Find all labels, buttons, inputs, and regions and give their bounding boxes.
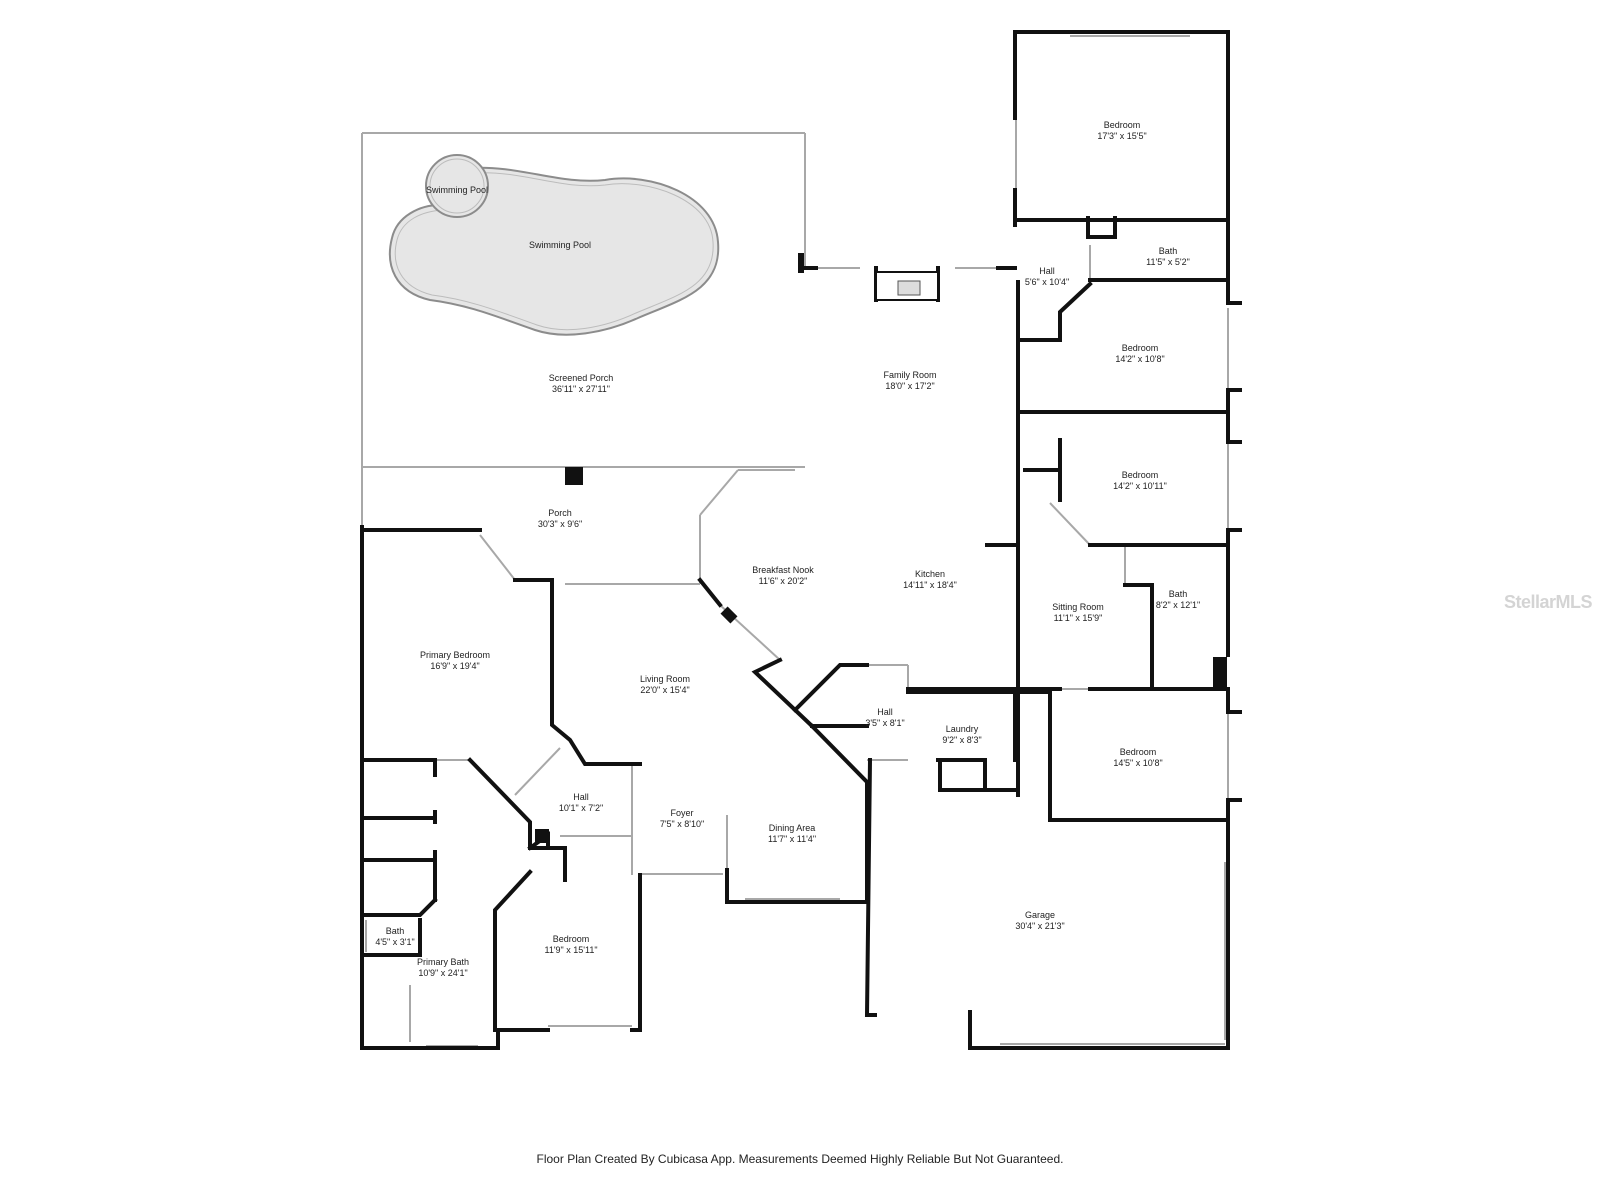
dining-area-dimensions: 11'7" x 11'4"	[768, 834, 816, 844]
bedroom-3-name: Bedroom	[1122, 470, 1159, 480]
laundry-dimensions: 9'2" x 8'3"	[942, 735, 981, 745]
kitchen-dimensions: 14'11" x 18'4"	[903, 580, 957, 590]
watermark-logo: StellarMLS	[1504, 592, 1593, 612]
kitchen-name: Kitchen	[915, 569, 945, 579]
breakfast-nook-dimensions: 11'6" x 20'2"	[759, 576, 808, 586]
primary-bedroom-dimensions: 16'9" x 19'4"	[430, 661, 479, 671]
bedroom-3-dimensions: 14'2" x 10'11"	[1113, 481, 1167, 491]
laundry-name: Laundry	[946, 724, 979, 734]
bath-mid-dimensions: 8'2" x 12'1"	[1156, 600, 1200, 610]
thick-walls	[360, 30, 1242, 1050]
bedroom-ne-name: Bedroom	[1104, 120, 1141, 130]
porch-name: Porch	[548, 508, 572, 518]
living-room-dimensions: 22'0" x 15'4"	[640, 685, 689, 695]
swimming-pool-name: Swimming Pool	[529, 240, 591, 250]
swimming-pool-spa-name: Swimming Pool	[426, 185, 488, 195]
hall-lower-name: Hall	[573, 792, 589, 802]
bath-small-dimensions: 4'5" x 3'1"	[375, 937, 414, 947]
dining-area-name: Dining Area	[769, 823, 816, 833]
bedroom-ne-dimensions: 17'3" x 15'5"	[1097, 131, 1146, 141]
hall-upper-name: Hall	[1039, 266, 1055, 276]
bedroom-5-name: Bedroom	[553, 934, 590, 944]
hall-lower-dimensions: 10'1" x 7'2"	[559, 803, 603, 813]
garage-dimensions: 30'4" x 21'3"	[1015, 921, 1064, 931]
bath-small-name: Bath	[386, 926, 405, 936]
wall-blocks	[535, 253, 1227, 843]
family-room-name: Family Room	[883, 370, 936, 380]
sitting-room-name: Sitting Room	[1052, 602, 1104, 612]
fireplace	[875, 271, 939, 301]
family-room-dimensions: 18'0" x 17'2"	[885, 381, 934, 391]
primary-bath-dimensions: 10'9" x 24'1"	[418, 968, 467, 978]
bath-upper-name: Bath	[1159, 246, 1178, 256]
screened-porch-dimensions: 36'11" x 27'11"	[552, 384, 610, 394]
sitting-room-dimensions: 11'1" x 15'9"	[1054, 613, 1103, 623]
bath-upper-dimensions: 11'5" x 5'2"	[1146, 257, 1190, 267]
hall-center-dimensions: 3'5" x 8'1"	[865, 718, 904, 728]
footer-disclaimer: Floor Plan Created By Cubicasa App. Meas…	[536, 1152, 1064, 1166]
bedroom-4-dimensions: 14'5" x 10'8"	[1113, 758, 1162, 768]
hall-upper-dimensions: 5'6" x 10'4"	[1025, 277, 1069, 287]
bedroom-2-name: Bedroom	[1122, 343, 1159, 353]
swimming-pool-shape	[388, 154, 720, 336]
primary-bedroom-name: Primary Bedroom	[420, 650, 490, 660]
bedroom-2-dimensions: 14'2" x 10'8"	[1115, 354, 1164, 364]
hall-center-name: Hall	[877, 707, 893, 717]
primary-bath-name: Primary Bath	[417, 957, 469, 967]
bath-mid-name: Bath	[1169, 589, 1188, 599]
bedroom-5-dimensions: 11'9" x 15'11"	[544, 945, 597, 955]
living-room-name: Living Room	[640, 674, 690, 684]
breakfast-nook-name: Breakfast Nook	[752, 565, 814, 575]
porch-dimensions: 30'3" x 9'6"	[538, 519, 582, 529]
screened-porch-name: Screened Porch	[549, 373, 614, 383]
garage-name: Garage	[1025, 910, 1055, 920]
bedroom-4-name: Bedroom	[1120, 747, 1157, 757]
foyer-name: Foyer	[670, 808, 693, 818]
foyer-dimensions: 7'5" x 8'10"	[660, 819, 704, 829]
